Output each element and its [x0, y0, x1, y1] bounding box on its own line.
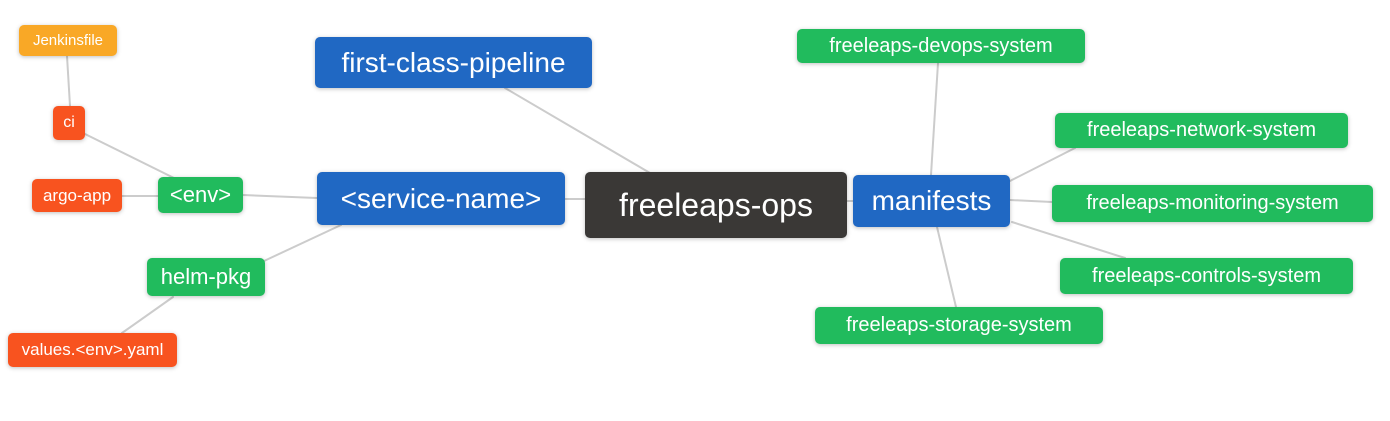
node-label: first-class-pipeline	[341, 46, 566, 78]
node-first-class-pipeline[interactable]: first-class-pipeline	[315, 37, 592, 88]
node-argo-app[interactable]: argo-app	[32, 179, 122, 212]
node-freeleaps-monitoring-system[interactable]: freeleaps-monitoring-system	[1052, 185, 1373, 222]
edge-manifests-to-freeleaps-controls-system	[1011, 221, 1126, 259]
node-values-env-yaml[interactable]: values.<env>.yaml	[8, 333, 177, 367]
edge-jenkinsfile-to-ci	[66, 55, 71, 107]
edge-first-class-pipeline-to-freeleaps-ops	[504, 87, 651, 174]
node-label: helm-pkg	[160, 264, 252, 289]
edge-helm-pkg-to-service-name	[263, 224, 342, 262]
edge-manifests-to-freeleaps-devops-system	[930, 62, 939, 176]
node-label: freeleaps-ops	[619, 186, 813, 223]
node-manifests[interactable]: manifests	[853, 175, 1010, 227]
node-freeleaps-storage-system[interactable]: freeleaps-storage-system	[815, 307, 1103, 344]
node-helm-pkg[interactable]: helm-pkg	[147, 258, 265, 296]
node-service-name[interactable]: <service-name>	[317, 172, 565, 225]
node-label: freeleaps-storage-system	[846, 314, 1072, 336]
node-label: <env>	[169, 182, 232, 207]
node-label: freeleaps-monitoring-system	[1086, 192, 1339, 214]
node-env[interactable]: <env>	[158, 177, 243, 213]
node-jenkinsfile[interactable]: Jenkinsfile	[19, 25, 117, 56]
edge-ci-to-env	[84, 133, 177, 180]
node-label: freeleaps-devops-system	[829, 34, 1053, 57]
node-freeleaps-controls-system[interactable]: freeleaps-controls-system	[1060, 258, 1353, 294]
node-label: argo-app	[42, 185, 112, 205]
node-label: Jenkinsfile	[32, 32, 104, 49]
node-label: freeleaps-controls-system	[1092, 264, 1321, 287]
edge-values-env-yaml-to-helm-pkg	[121, 296, 174, 334]
node-label: freeleaps-network-system	[1087, 119, 1316, 141]
edge-manifests-to-freeleaps-storage-system	[936, 226, 957, 308]
edge-manifests-to-freeleaps-monitoring-system	[1009, 199, 1053, 203]
node-freeleaps-ops[interactable]: freeleaps-ops	[585, 172, 847, 238]
node-label: manifests	[871, 185, 992, 216]
node-label: ci	[63, 114, 75, 131]
node-label: <service-name>	[340, 182, 542, 214]
node-freeleaps-devops-system[interactable]: freeleaps-devops-system	[797, 29, 1085, 63]
edge-env-to-service-name	[242, 194, 318, 199]
edge-manifests-to-freeleaps-network-system	[1007, 147, 1076, 183]
node-freeleaps-network-system[interactable]: freeleaps-network-system	[1055, 113, 1348, 148]
node-label: values.<env>.yaml	[21, 340, 164, 359]
node-ci[interactable]: ci	[53, 106, 85, 140]
